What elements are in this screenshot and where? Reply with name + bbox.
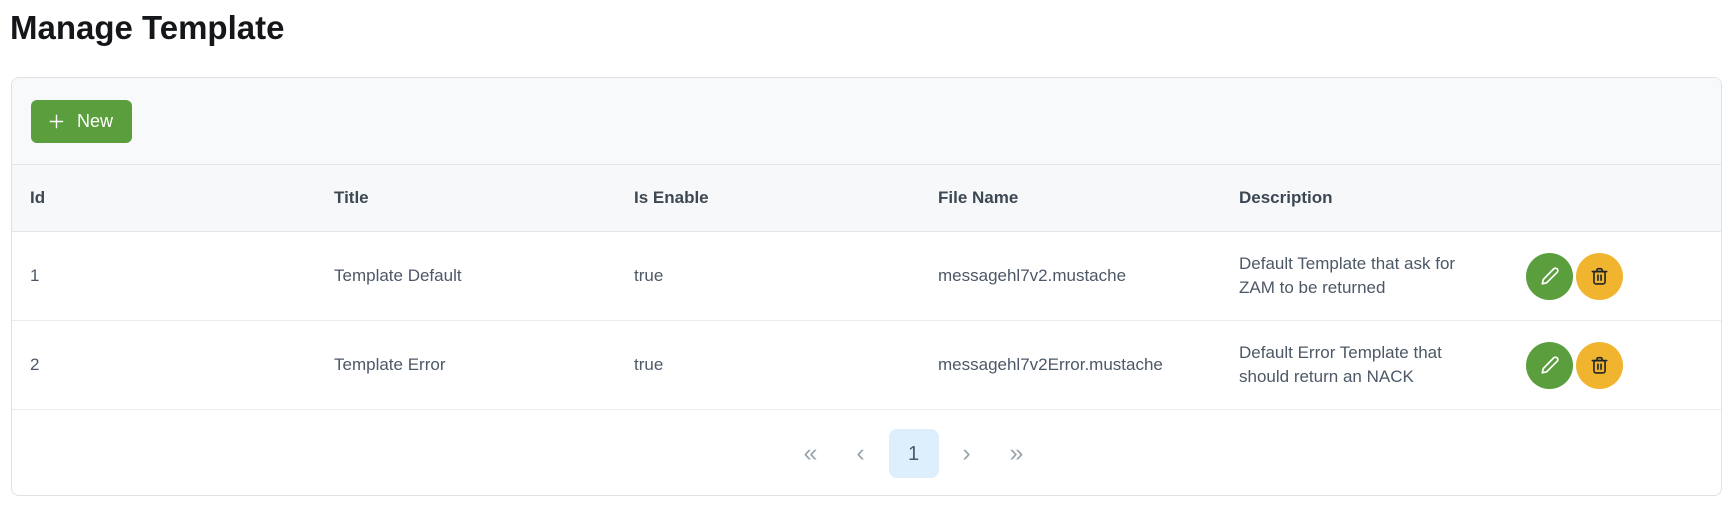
- cell-actions: [1508, 320, 1721, 410]
- header-file-name: File Name: [920, 165, 1221, 232]
- templates-card: New Id Title Is Enable File Name Descrip…: [11, 77, 1722, 496]
- cell-id: 1: [12, 231, 316, 321]
- cell-title: Template Default: [316, 231, 616, 321]
- pencil-icon: [1538, 264, 1562, 288]
- templates-table: Id Title Is Enable File Name Description…: [12, 165, 1721, 410]
- delete-template-button[interactable]: [1576, 252, 1623, 300]
- cell-is-enable: true: [616, 320, 920, 410]
- trash-icon: [1588, 354, 1611, 377]
- new-button-label: New: [77, 111, 114, 131]
- cell-title: Template Error: [316, 320, 616, 410]
- cell-description: Default Error Template that should retur…: [1221, 320, 1508, 410]
- table-header-row: Id Title Is Enable File Name Description: [12, 165, 1721, 232]
- pagination-page-1[interactable]: 1: [888, 429, 939, 478]
- pagination-previous-button[interactable]: ‹: [856, 439, 865, 467]
- header-title: Title: [316, 165, 616, 232]
- card-toolbar: New: [12, 78, 1721, 165]
- cell-file-name: messagehl7v2.mustache: [920, 231, 1221, 321]
- cell-file-name: messagehl7v2Error.mustache: [920, 320, 1221, 410]
- pagination: « ‹ 1 › »: [12, 410, 1721, 495]
- table-row: 1 Template Default true messagehl7v2.mus…: [12, 231, 1721, 321]
- cell-is-enable: true: [616, 231, 920, 321]
- table-row: 2 Template Error true messagehl7v2Error.…: [12, 320, 1721, 410]
- delete-template-button[interactable]: [1576, 341, 1623, 389]
- cell-actions: [1508, 231, 1721, 321]
- pagination-first-button[interactable]: «: [803, 439, 818, 467]
- trash-icon: [1588, 265, 1611, 288]
- new-template-button[interactable]: New: [31, 100, 133, 143]
- edit-template-button[interactable]: [1526, 341, 1573, 389]
- cell-description: Default Template that ask for ZAM to be …: [1221, 231, 1508, 321]
- header-description: Description: [1221, 165, 1508, 232]
- pagination-last-button[interactable]: »: [1009, 439, 1024, 467]
- edit-template-button[interactable]: [1526, 252, 1573, 300]
- pagination-next-button[interactable]: ›: [962, 439, 971, 467]
- cell-id: 2: [12, 320, 316, 410]
- pencil-icon: [1538, 353, 1562, 377]
- plus-icon: [46, 111, 67, 132]
- header-is-enable: Is Enable: [616, 165, 920, 232]
- header-actions: [1508, 165, 1721, 232]
- page-title: Manage Template: [10, 9, 285, 46]
- header-id: Id: [12, 165, 316, 232]
